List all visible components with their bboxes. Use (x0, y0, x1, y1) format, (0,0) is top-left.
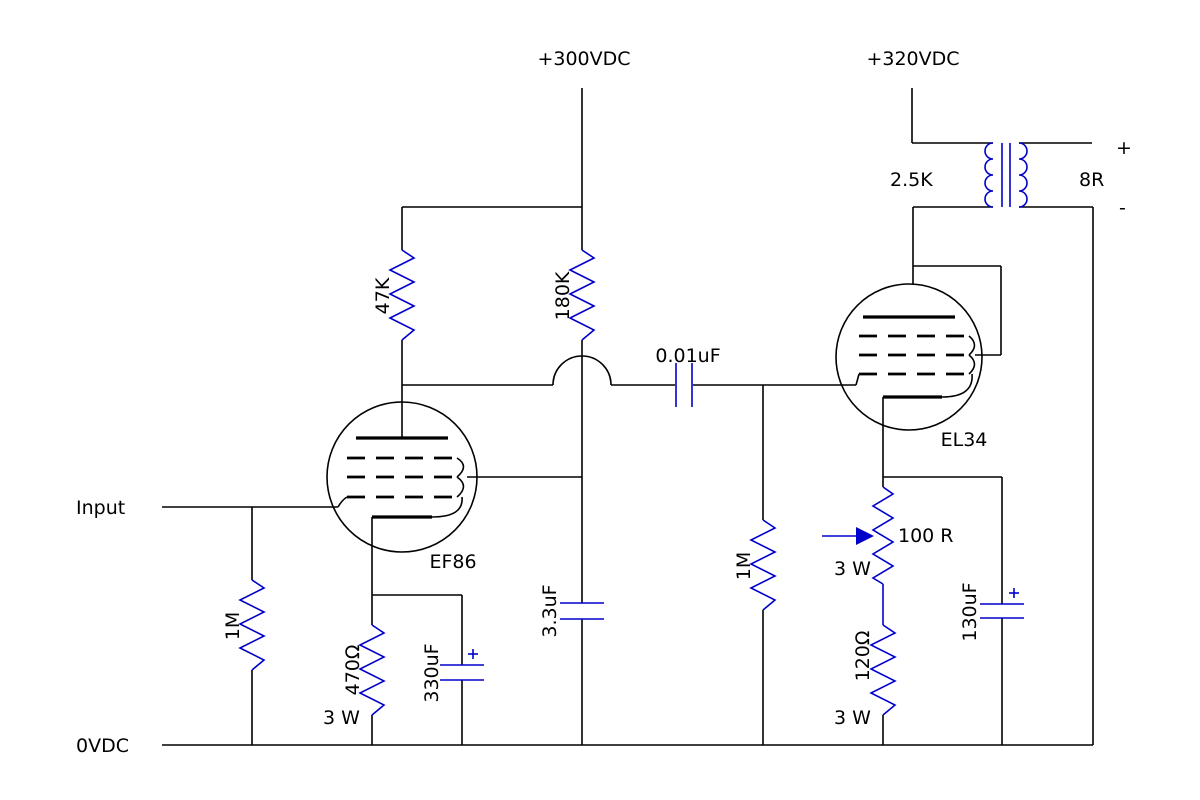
label-1m-input: 1M (222, 612, 244, 640)
label-secondary-impedance: 8R (1079, 169, 1104, 191)
label-b2-rail: +320VDC (866, 48, 959, 70)
wiring (162, 88, 1094, 746)
label-180k: 180K (552, 271, 574, 320)
capacitor-0.01uf (675, 363, 693, 407)
label-ground: 0VDC (76, 735, 129, 757)
resistor-470-cathode (358, 624, 386, 716)
capacitor-130uf (980, 588, 1024, 619)
label-tube-el34: EL34 (941, 429, 988, 451)
label-120ohm-power: 3 W (834, 707, 871, 729)
label-100r-power: 3 W (834, 558, 871, 580)
resistor-100r-pot (871, 486, 895, 625)
resistor-1m-input (238, 579, 266, 671)
label-330uf: 330uF (421, 643, 443, 702)
pot-wiper-arrow (822, 527, 874, 545)
label-b1-rail: +300VDC (537, 48, 630, 70)
label-input: Input (76, 497, 125, 519)
output-transformer (984, 142, 1028, 208)
capacitor-330uf (440, 649, 484, 681)
capacitor-3.3uf (560, 602, 604, 620)
label-100r: 100 R (898, 525, 954, 547)
label-1m-el34-grid: 1M (733, 552, 755, 580)
resistor-47k (388, 249, 416, 341)
label-tube-ef86: EF86 (429, 551, 476, 573)
label-0.01uf: 0.01uF (655, 345, 720, 367)
label-3.3uf: 3.3uF (539, 584, 561, 637)
label-120ohm: 120Ω (852, 631, 874, 682)
label-470ohm: 470Ω (342, 645, 364, 696)
label-470ohm-power: 3 W (323, 707, 360, 729)
label-130uf: 130uF (959, 582, 981, 641)
label-output-minus: - (1119, 197, 1126, 219)
resistor-180k (568, 249, 596, 341)
tube-el34 (835, 283, 983, 431)
label-output-plus: + (1116, 137, 1132, 159)
label-47k: 47K (372, 277, 394, 314)
resistor-1m-el34-grid (749, 519, 777, 611)
label-primary-impedance: 2.5K (890, 169, 933, 191)
resistor-120-cathode (869, 624, 897, 716)
tube-ef86 (326, 401, 478, 553)
